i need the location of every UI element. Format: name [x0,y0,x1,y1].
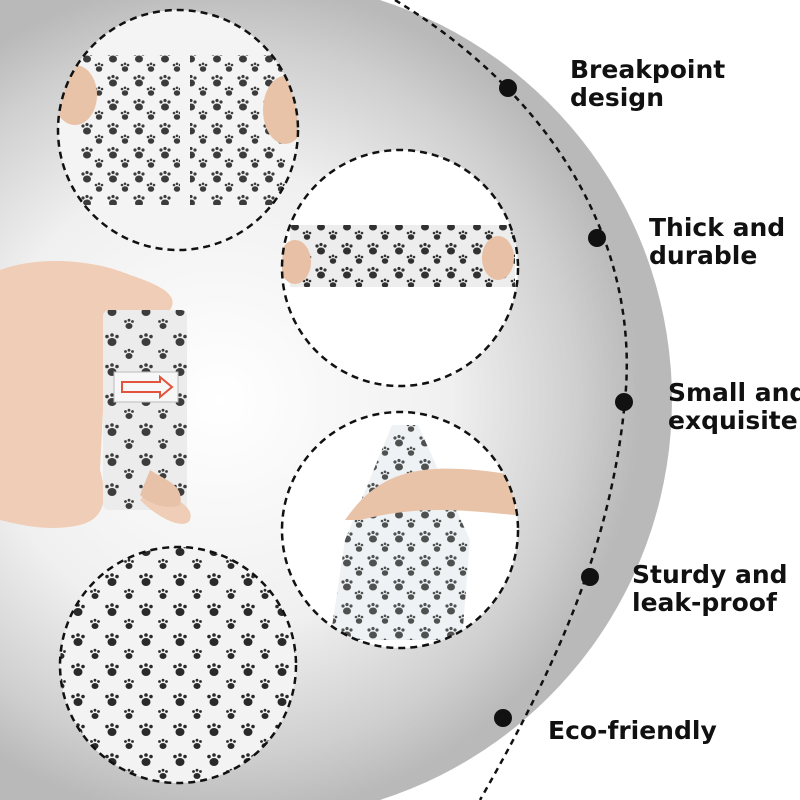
feature-label-line: Sturdy and [632,560,788,589]
feature-dot-small-and-exquisite [615,393,633,411]
feature-markers [494,79,633,727]
photo-paw-print-pattern [58,545,298,785]
feature-dot-eco-friendly [494,709,512,727]
feature-label-line: Breakpoint [570,55,726,84]
feature-label-line: Thick and [649,213,786,242]
feature-dot-breakpoint-design [499,79,517,97]
feature-label-line: Eco-friendly [548,716,717,745]
feature-label-eco-friendly: Eco-friendly [548,717,717,745]
feature-dot-sturdy-and-leak-proof [581,568,599,586]
feature-label-line: Small and [668,378,800,407]
feature-label-line: leak-proof [632,588,777,617]
feature-label-line: exquisite [668,406,798,435]
photo-hand-holding-roll [0,260,191,528]
feature-label-line: durable [649,241,758,270]
feature-dot-thick-and-durable [588,229,606,247]
feature-label-line: design [570,83,664,112]
photo-bag-of-water [280,410,520,650]
photo-stretched-bag [280,148,520,388]
